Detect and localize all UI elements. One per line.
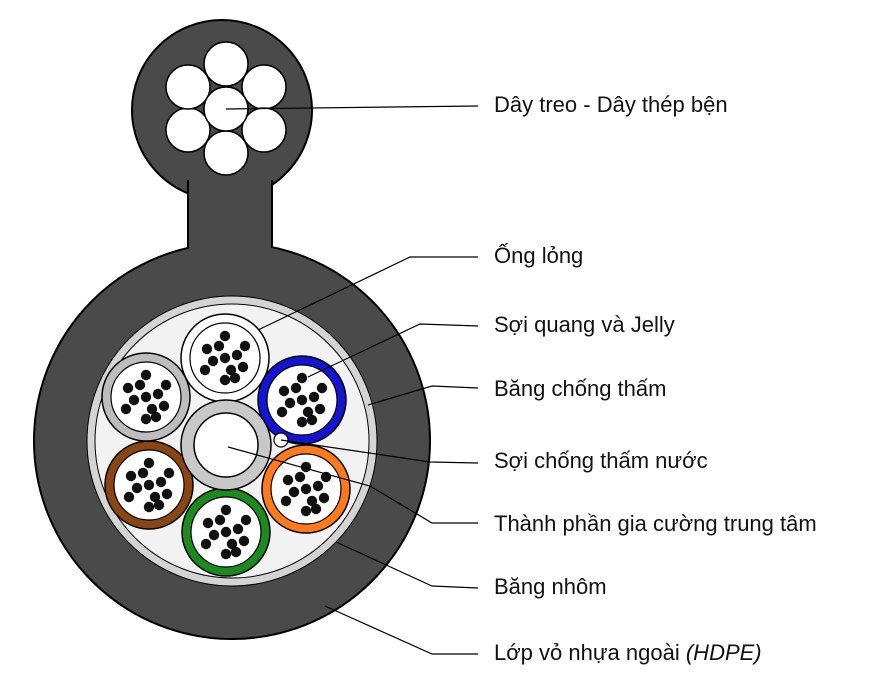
optical-fiber <box>200 538 212 550</box>
leader-outer-sheath <box>324 605 478 655</box>
optical-fiber <box>128 394 140 406</box>
optical-fiber <box>123 491 135 503</box>
optical-fiber <box>294 471 306 483</box>
optical-fiber <box>149 491 161 503</box>
optical-fiber <box>143 501 155 513</box>
optical-fiber <box>140 369 152 381</box>
optical-fiber <box>208 529 220 541</box>
optical-fiber <box>318 492 330 504</box>
loose-tube-brown <box>104 440 194 530</box>
optical-fiber <box>316 382 328 394</box>
optical-fiber <box>288 486 300 498</box>
optical-fiber <box>306 495 318 507</box>
leader-lines <box>225 105 479 655</box>
optical-fiber <box>300 505 312 517</box>
optical-fiber <box>296 372 308 384</box>
leader-aluminum-tape <box>335 541 479 589</box>
optical-fiber <box>230 546 242 558</box>
optical-fiber <box>231 349 243 361</box>
optical-fiber <box>276 406 288 418</box>
label-messenger: Dây treo - Dây thép bện <box>494 92 728 117</box>
optical-fiber <box>220 504 232 516</box>
optical-fiber <box>158 400 170 412</box>
optical-fiber <box>213 340 225 352</box>
optical-fiber <box>306 414 318 426</box>
label-loose-tube: Ống lỏng <box>494 243 584 268</box>
label-central-strength: Thành phần gia cường trung tâm <box>494 511 817 536</box>
optical-fiber <box>131 482 143 494</box>
optical-fiber <box>300 483 312 495</box>
optical-fiber <box>140 413 152 425</box>
optical-fiber <box>163 467 175 479</box>
optical-fiber <box>125 470 137 482</box>
optical-fiber <box>146 403 158 415</box>
leader-central-strength <box>227 446 478 524</box>
label-water-block-yarn: Sợi chống thấm nước <box>494 448 708 473</box>
optical-fiber <box>220 548 232 560</box>
leader-water-block-tape <box>367 385 479 406</box>
optical-fiber <box>155 476 167 488</box>
optical-fiber <box>226 538 238 550</box>
optical-fiber <box>284 397 296 409</box>
optical-fiber <box>232 523 244 535</box>
optical-fiber <box>219 352 231 364</box>
optical-fiber <box>160 379 172 391</box>
optical-fiber <box>143 479 155 491</box>
optical-fiber <box>314 403 326 415</box>
label-fiber-jelly: Sợi quang và Jelly <box>494 312 675 337</box>
optical-fiber <box>152 388 164 400</box>
optical-fiber <box>220 526 232 538</box>
optical-fiber <box>201 343 213 355</box>
optical-fiber <box>308 391 320 403</box>
loose-tube-orange <box>261 444 351 534</box>
optical-fiber <box>219 374 231 386</box>
optical-fiber <box>237 361 249 373</box>
optical-fiber <box>122 382 134 394</box>
loose-tube-green <box>181 487 271 577</box>
optical-fiber <box>312 480 324 492</box>
label-outer-sheath: Lớp vỏ nhựa ngoài (HDPE) <box>494 640 762 665</box>
loose-tube-blue <box>257 355 347 445</box>
loose-tubes <box>101 313 351 577</box>
optical-fiber <box>282 474 294 486</box>
central-strength-member <box>180 399 272 491</box>
label-aluminum-tape: Băng nhôm <box>494 574 607 599</box>
optical-fiber <box>140 391 152 403</box>
optical-fiber <box>296 416 308 428</box>
optical-fiber <box>161 488 173 500</box>
leader-water-block-yarn <box>280 439 479 464</box>
optical-fiber <box>134 379 146 391</box>
optical-fiber <box>290 382 302 394</box>
loose-tube-white <box>180 313 270 403</box>
leader-fiber-jelly <box>307 323 479 378</box>
optical-fiber <box>214 514 226 526</box>
optical-fiber <box>120 403 132 415</box>
loose-tube-grey <box>101 352 191 442</box>
optical-fiber <box>153 499 165 511</box>
optical-fiber <box>143 457 155 469</box>
optical-fiber <box>199 364 211 376</box>
leader-loose-tube <box>257 256 478 331</box>
label-water-block-tape: Băng chống thấm <box>494 376 667 401</box>
optical-fiber <box>219 330 231 342</box>
optical-fiber <box>296 394 308 406</box>
optical-fiber <box>225 364 237 376</box>
optical-fiber <box>238 535 250 547</box>
optical-fiber <box>137 467 149 479</box>
optical-fiber <box>202 517 214 529</box>
optical-fiber <box>240 514 252 526</box>
optical-fiber <box>278 385 290 397</box>
label-outer-sheath-material: (HDPE) <box>685 640 762 665</box>
optical-fiber <box>310 503 322 515</box>
optical-fiber <box>302 406 314 418</box>
optical-fiber <box>150 411 162 423</box>
optical-fiber <box>207 355 219 367</box>
optical-fiber <box>280 495 292 507</box>
optical-fiber <box>239 340 251 352</box>
leader-messenger <box>225 105 479 110</box>
optical-fiber <box>229 372 241 384</box>
